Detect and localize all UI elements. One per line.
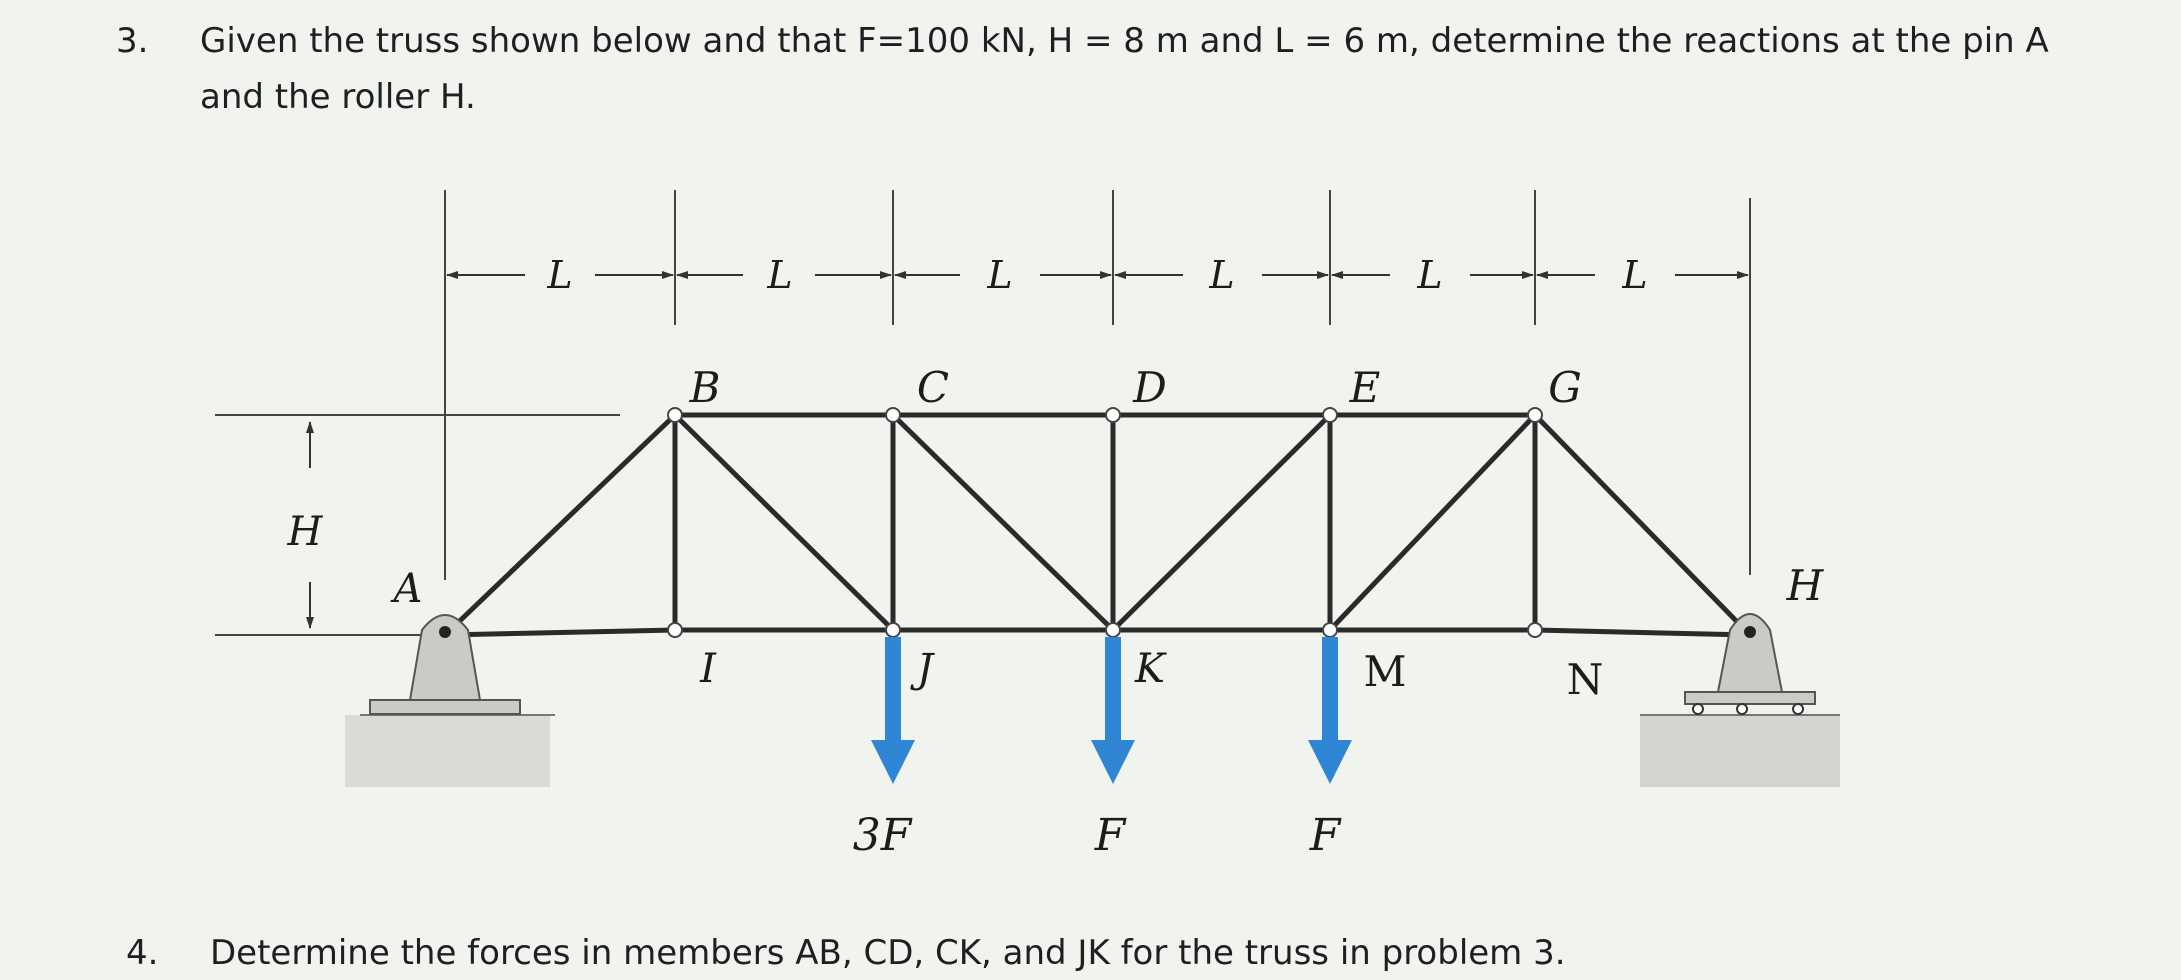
member-AI	[442, 627, 678, 638]
node-label-C: C	[917, 363, 949, 412]
roller-support-H	[1684, 613, 1816, 715]
problem-4-number: 4.	[126, 933, 159, 973]
node-label-E: E	[1349, 363, 1381, 412]
ground-block-left	[345, 715, 550, 787]
dimension-label-4: L	[1208, 253, 1234, 297]
dimension-label-5: L	[1416, 253, 1442, 297]
load-label-J: 3F	[853, 810, 913, 861]
dimension-label-1: L	[546, 253, 572, 297]
dimension-label-3: L	[986, 253, 1012, 297]
load-arrow-M-head	[1308, 740, 1352, 784]
extension-lines	[215, 190, 1751, 636]
pin-support-A	[369, 614, 521, 715]
load-arrow-K-head	[1091, 740, 1135, 784]
joint-J	[885, 622, 901, 638]
load-arrow-J-shaft	[885, 637, 901, 743]
load-label-M: F	[1309, 810, 1342, 861]
joint-K	[1105, 622, 1121, 638]
node-label-D: D	[1132, 363, 1167, 412]
node-label-I: I	[699, 646, 717, 692]
dimension-label-6: L	[1621, 253, 1647, 297]
joint-C	[885, 407, 901, 423]
load-arrow-J-head	[871, 740, 915, 784]
joint-B	[667, 407, 683, 423]
height-label: H	[287, 509, 324, 555]
node-label-A: A	[390, 566, 423, 612]
joint-N	[1527, 622, 1543, 638]
truss-members	[442, 412, 1753, 638]
dimension-label-2: L	[766, 253, 792, 297]
truss-joints	[667, 407, 1543, 638]
member-GM	[1327, 412, 1538, 633]
load-arrows	[871, 637, 1352, 784]
node-label-J: J	[910, 646, 935, 692]
member-EK	[1110, 412, 1333, 633]
load-label-K: F	[1094, 810, 1127, 861]
node-label-M: M	[1363, 647, 1406, 696]
ground-block-right	[1640, 715, 1840, 787]
node-label-N: N	[1567, 655, 1604, 704]
load-arrow-K-shaft	[1105, 637, 1121, 743]
member-GH	[1532, 412, 1753, 638]
member-NH	[1532, 627, 1753, 638]
joint-E	[1322, 407, 1338, 423]
problem-4-text: Determine the forces in members AB, CD, …	[210, 933, 1566, 973]
member-AB	[442, 412, 678, 638]
load-arrow-M-shaft	[1322, 637, 1338, 743]
joint-I	[667, 622, 683, 638]
member-BJ	[672, 412, 896, 633]
joint-G	[1527, 407, 1543, 423]
node-label-B: B	[689, 363, 721, 412]
node-label-H: H	[1786, 561, 1825, 610]
joint-D	[1105, 407, 1121, 423]
joint-M	[1322, 622, 1338, 638]
problem-3-number: 3.	[116, 21, 149, 61]
node-label-G: G	[1548, 363, 1582, 412]
problem-3-text-line-1: Given the truss shown below and that F=1…	[200, 21, 2049, 61]
problem-3-text-line-2: and the roller H.	[200, 77, 476, 117]
node-label-K: K	[1134, 646, 1167, 692]
member-CK	[890, 412, 1116, 633]
